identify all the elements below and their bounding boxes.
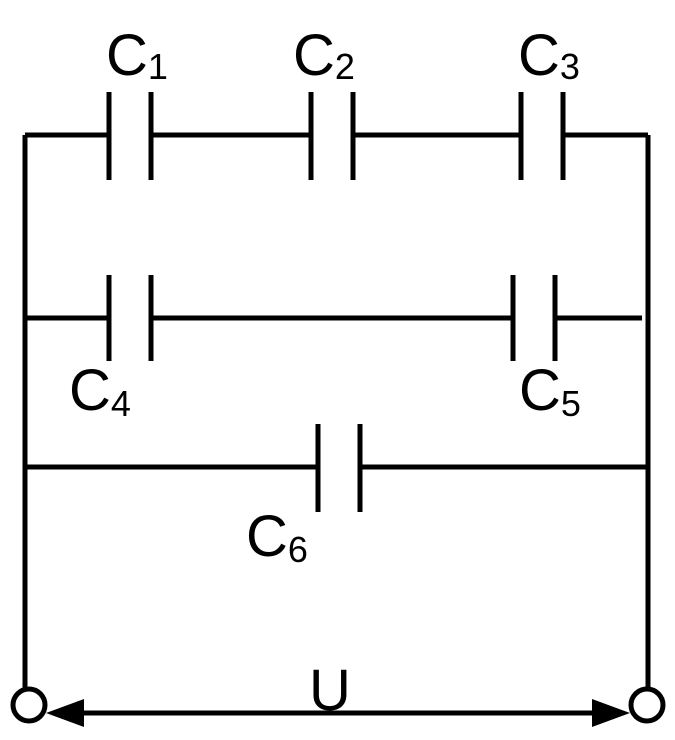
capacitor-label: C1 xyxy=(106,23,168,88)
capacitor-label: C5 xyxy=(519,358,581,424)
arrowhead-right-icon xyxy=(592,699,630,727)
capacitor-subscript: 6 xyxy=(288,529,308,570)
capacitor-c4: C4 xyxy=(69,275,154,424)
branch-1: C1 C2 C3 xyxy=(25,23,648,180)
capacitor-c2: C2 xyxy=(293,23,356,180)
capacitor-letter: C xyxy=(69,358,111,423)
branch-2: C4 C5 xyxy=(25,275,642,424)
capacitor-label: C3 xyxy=(518,23,580,88)
capacitor-letter: C xyxy=(519,358,561,423)
capacitor-letter: C xyxy=(518,23,560,88)
capacitor-c3: C3 xyxy=(518,23,580,180)
capacitor-subscript: 1 xyxy=(148,46,168,87)
arrowhead-left-icon xyxy=(46,699,84,727)
capacitor-subscript: 2 xyxy=(335,46,355,87)
voltage-arrow: U xyxy=(46,658,630,727)
capacitor-subscript: 3 xyxy=(560,46,580,87)
capacitor-label: C4 xyxy=(69,358,131,424)
capacitor-subscript: 5 xyxy=(561,383,581,424)
capacitor-letter: C xyxy=(106,23,148,88)
right-terminal xyxy=(628,686,666,724)
capacitor-subscript: 4 xyxy=(111,383,131,424)
capacitor-letter: C xyxy=(246,504,288,569)
capacitor-label: C6 xyxy=(246,504,308,570)
left-terminal xyxy=(10,686,48,724)
branch-3: C6 xyxy=(25,424,648,570)
capacitor-c5: C5 xyxy=(510,275,581,424)
capacitor-c1: C1 xyxy=(106,23,168,180)
voltage-label: U xyxy=(309,658,351,723)
capacitor-c6: C6 xyxy=(246,424,363,570)
capacitor-letter: C xyxy=(293,23,335,88)
capacitor-label: C2 xyxy=(293,23,355,88)
